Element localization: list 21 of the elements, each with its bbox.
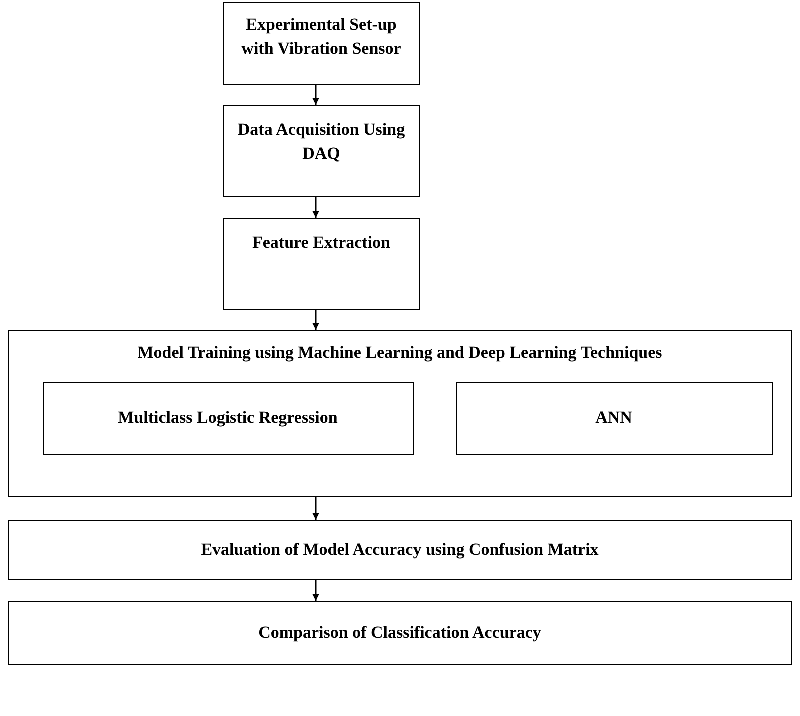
process-box xyxy=(223,2,420,85)
arrow xyxy=(312,310,320,330)
box-label: Comparison of Classification Accuracy xyxy=(258,622,542,644)
box-label: Data Acquisition Using DAQ xyxy=(236,119,406,165)
process-box xyxy=(8,330,792,497)
process-box xyxy=(8,601,792,665)
arrow xyxy=(312,197,320,218)
process-box xyxy=(223,218,420,310)
process-box xyxy=(42,382,414,454)
arrow xyxy=(312,85,320,105)
box-label: Evaluation of Model Accuracy using Confusion Matrix xyxy=(201,539,599,562)
process-box xyxy=(456,382,772,454)
arrow xyxy=(312,580,320,601)
process-box xyxy=(8,520,792,580)
box-label: Model Training using Machine Learning and Deep Learning Techniques xyxy=(138,342,662,364)
box-label: Multiclass Logistic Regression xyxy=(118,407,338,430)
box-label: ANN xyxy=(596,407,632,430)
process-box xyxy=(223,105,420,197)
box-label: Feature Extraction xyxy=(252,232,390,254)
box-label: Experimental Set-up with Vibration Sensor xyxy=(240,14,402,60)
arrow xyxy=(312,497,320,520)
